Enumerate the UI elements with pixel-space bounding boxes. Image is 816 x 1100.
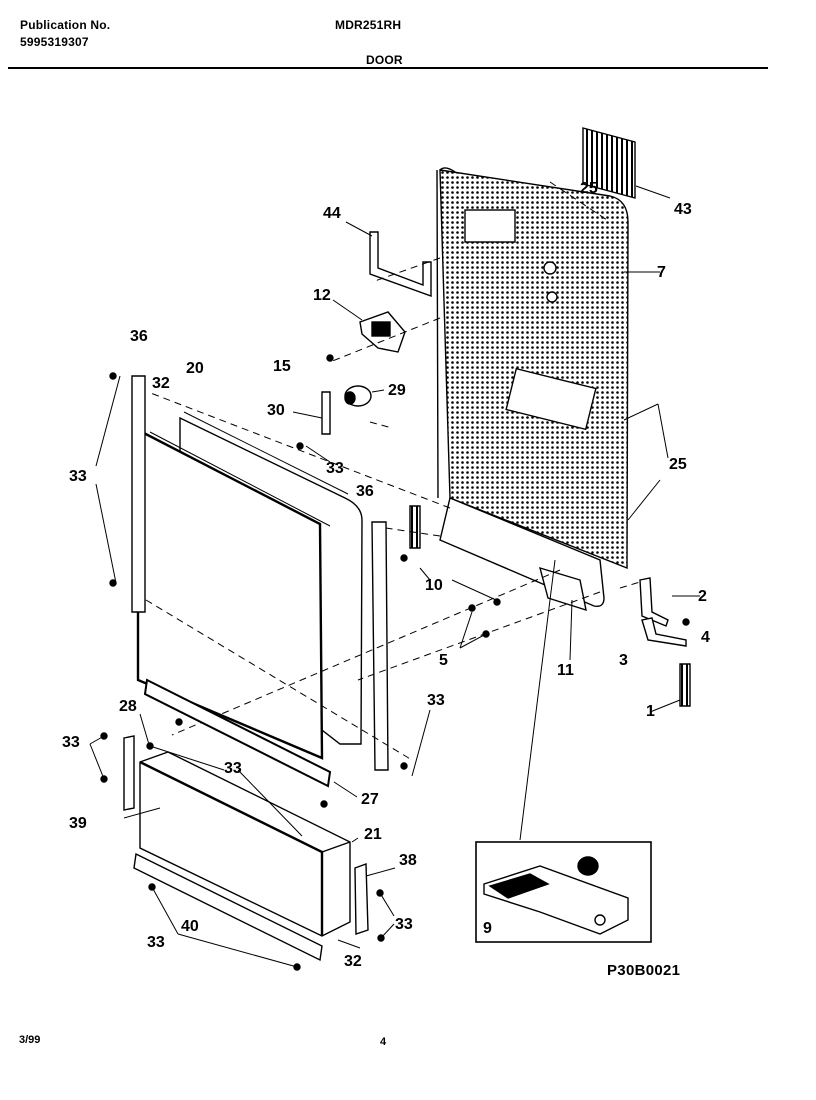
footer-page-number: 4 bbox=[380, 1036, 387, 1048]
explode-lines bbox=[145, 181, 641, 761]
callout-27: 27 bbox=[361, 791, 379, 808]
callout-4: 4 bbox=[701, 629, 710, 646]
part-7-inner-door-liner bbox=[436, 167, 660, 608]
callout-30: 30 bbox=[267, 402, 285, 419]
small-spring-detail bbox=[409, 505, 421, 549]
part-27-trim-strip bbox=[143, 678, 358, 798]
part-11-hinge-strap bbox=[539, 566, 587, 661]
callout-28: 28 bbox=[119, 698, 137, 715]
callout-29: 29 bbox=[388, 382, 406, 399]
callout-33-bottom: 33 bbox=[147, 934, 165, 951]
callout-5: 5 bbox=[439, 652, 448, 669]
callout-10: 10 bbox=[425, 577, 443, 594]
part-12-latch bbox=[332, 299, 406, 353]
callout-33-upper: 33 bbox=[326, 460, 344, 477]
callout-38: 38 bbox=[399, 852, 417, 869]
callout-33-lower-right: 33 bbox=[395, 916, 413, 933]
callout-21: 21 bbox=[364, 826, 382, 843]
callout-3: 3 bbox=[619, 652, 628, 669]
callout-12: 12 bbox=[313, 287, 331, 304]
part-43-vent-grille bbox=[582, 127, 671, 199]
diagram-code: P30B0021 bbox=[607, 962, 681, 979]
part-29-knob bbox=[344, 385, 385, 407]
part-30-hinge-clip bbox=[292, 391, 331, 435]
part-36-right-side-trim bbox=[371, 521, 389, 771]
callout-33-right: 33 bbox=[427, 692, 445, 709]
part-39-left-end-cap bbox=[123, 735, 135, 811]
leader-lines bbox=[89, 375, 669, 968]
callout-25-top: 25 bbox=[580, 180, 598, 197]
callout-33-kick: 33 bbox=[224, 760, 242, 777]
part-28-spacer bbox=[139, 713, 151, 749]
callout-33-lower-left: 33 bbox=[62, 734, 80, 751]
callout-33-left: 33 bbox=[69, 468, 87, 485]
model-number: MDR251RH bbox=[335, 18, 402, 32]
part-1-spring bbox=[649, 663, 691, 713]
part-4-pin bbox=[682, 618, 690, 626]
section-title: DOOR bbox=[366, 53, 403, 67]
publication-number: 5995319307 bbox=[20, 35, 89, 49]
callout-1: 1 bbox=[646, 703, 655, 720]
callout-15: 15 bbox=[273, 358, 291, 375]
callout-25-right: 25 bbox=[669, 456, 687, 473]
callout-9: 9 bbox=[483, 920, 492, 937]
callout-7: 7 bbox=[657, 264, 666, 281]
part-3-hinge-link bbox=[641, 617, 687, 647]
part-2-hinge-arm bbox=[639, 577, 700, 627]
callout-32-upper: 32 bbox=[152, 375, 170, 392]
callout-20: 20 bbox=[186, 360, 204, 377]
part-36-left-side-trim bbox=[131, 375, 146, 613]
footer-date: 3/99 bbox=[19, 1034, 41, 1046]
part-9-detail-inset bbox=[475, 841, 652, 943]
publication-label: Publication No. bbox=[20, 18, 111, 32]
callout-11: 11 bbox=[557, 662, 574, 679]
part-38-right-end-cap bbox=[354, 863, 369, 935]
callout-2: 2 bbox=[698, 588, 707, 605]
part-44-bracket bbox=[345, 221, 432, 297]
callout-32-lower: 32 bbox=[344, 953, 362, 970]
callout-36-left: 36 bbox=[130, 328, 148, 345]
part-40-bottom-strip bbox=[133, 852, 323, 962]
callout-39: 39 bbox=[69, 815, 87, 832]
callout-43: 43 bbox=[674, 201, 692, 218]
callout-36-right: 36 bbox=[356, 483, 374, 500]
callout-40: 40 bbox=[181, 918, 199, 935]
callout-numbers: 43 25 44 7 12 15 36 20 32 29 30 33 33 25… bbox=[62, 180, 710, 970]
callout-44: 44 bbox=[323, 205, 341, 222]
header-rule bbox=[8, 67, 768, 69]
